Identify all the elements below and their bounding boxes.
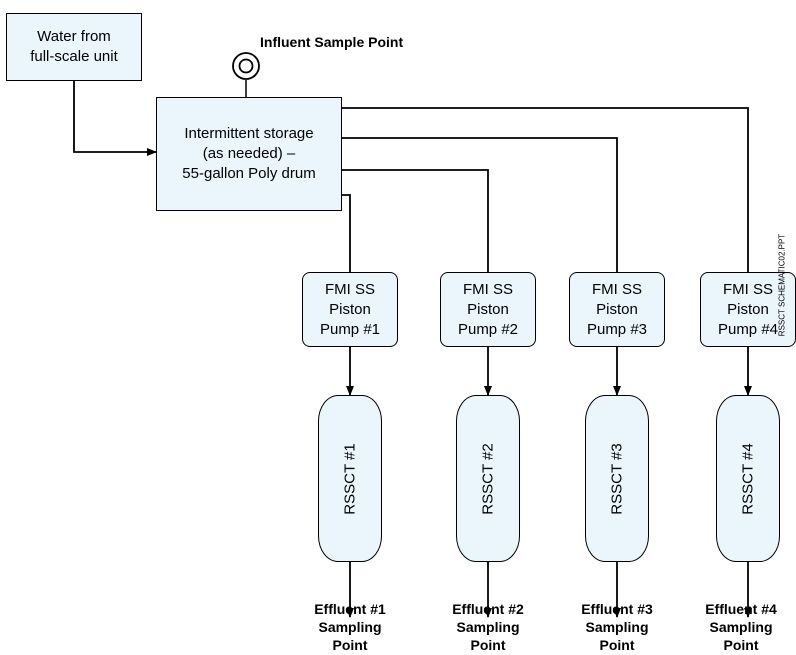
pump-3: FMI SS Piston Pump #3 [569, 272, 665, 347]
rssct-column-3: RSSCT #3 [585, 395, 649, 562]
pump-2: FMI SS Piston Pump #2 [440, 272, 536, 347]
effluent-4-label: Effluent #4 Sampling Point [705, 601, 777, 653]
rssct-column-1: RSSCT #1 [318, 395, 382, 562]
file-name-note: RSSCT SCHEMATIC02.PPT [777, 233, 787, 337]
line-to-pump-1 [340, 194, 351, 272]
line-to-pump-4 [340, 107, 749, 272]
rssct-column-4: RSSCT #4 [716, 395, 780, 562]
feed-line [73, 81, 157, 156]
storage-drum-box: Intermittent storage (as needed) – 55-ga… [156, 97, 342, 211]
line-to-pump-2 [340, 169, 489, 272]
rssct-column-4-label: RSSCT #4 [739, 442, 757, 515]
rssct-column-3-label: RSSCT #3 [608, 442, 626, 515]
rssct-column-2-label: RSSCT #2 [479, 442, 497, 515]
rssct-column-2: RSSCT #2 [456, 395, 520, 562]
effluent-1-label: Effluent #1 Sampling Point [314, 601, 386, 653]
pump-1: FMI SS Piston Pump #1 [302, 272, 398, 347]
effluent-2-label: Effluent #2 Sampling Point [452, 601, 524, 653]
sample-point-inner-icon [238, 58, 254, 74]
rssct-column-1-label: RSSCT #1 [341, 442, 359, 515]
source-box: Water from full-scale unit [6, 13, 142, 81]
effluent-3-label: Effluent #3 Sampling Point [581, 601, 653, 653]
influent-sample-label: Influent Sample Point [260, 34, 404, 50]
line-to-pump-3 [340, 137, 618, 272]
pump-4: FMI SS Piston Pump #4 [700, 272, 796, 347]
